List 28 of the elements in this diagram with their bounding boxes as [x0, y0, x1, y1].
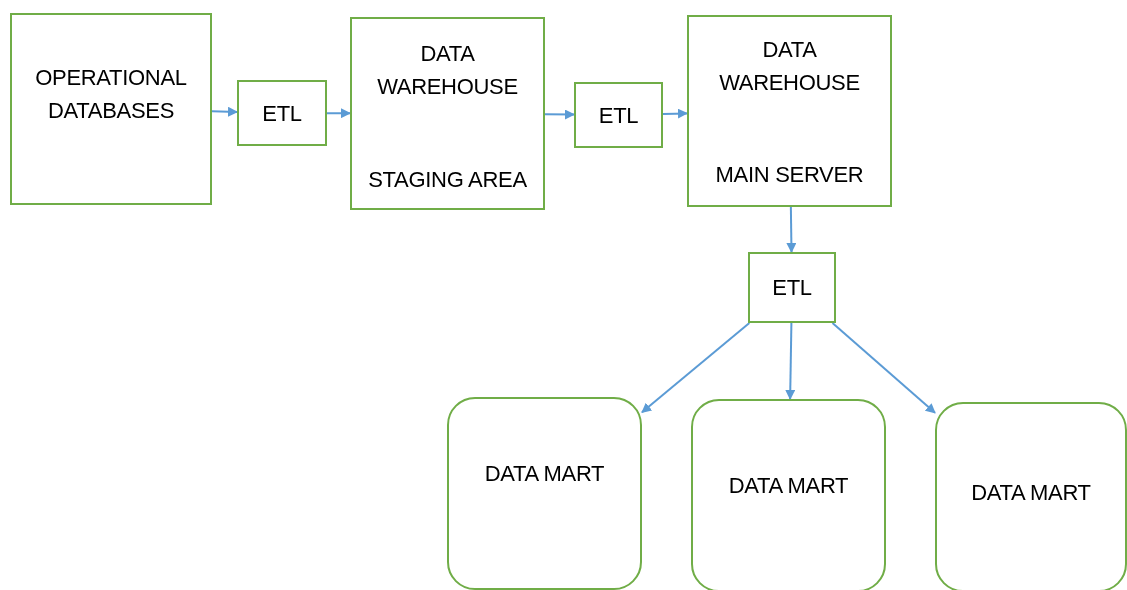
node-label: STAGING AREA — [368, 166, 527, 194]
rounded-box — [691, 399, 886, 590]
node-label: ETL — [772, 274, 812, 302]
arrow — [662, 108, 688, 119]
process-box — [748, 252, 836, 323]
rounded-box — [447, 397, 642, 590]
node-label: DATA WAREHOUSE — [718, 36, 861, 97]
node-label: DATA MART — [484, 460, 605, 488]
rounded-box — [935, 402, 1127, 590]
arrow — [326, 108, 351, 119]
arrow — [785, 322, 796, 400]
process-box — [237, 80, 327, 146]
node-label: DATA MART — [728, 472, 849, 500]
node-label: DATA MART — [971, 479, 1091, 507]
node-label: DATA WAREHOUSE — [376, 40, 519, 101]
arrow — [641, 322, 751, 414]
arrow — [211, 106, 238, 117]
process-box — [10, 13, 212, 205]
process-box — [574, 82, 663, 148]
arrow — [831, 322, 936, 414]
process-box — [687, 15, 892, 207]
arrow — [786, 206, 797, 253]
node-label: ETL — [598, 101, 639, 130]
node-label: ETL — [262, 99, 302, 128]
process-box — [350, 17, 545, 210]
arrow — [544, 109, 575, 120]
node-label: MAIN SERVER — [715, 161, 864, 189]
node-label: OPERATIONAL DATABASES — [34, 64, 188, 125]
